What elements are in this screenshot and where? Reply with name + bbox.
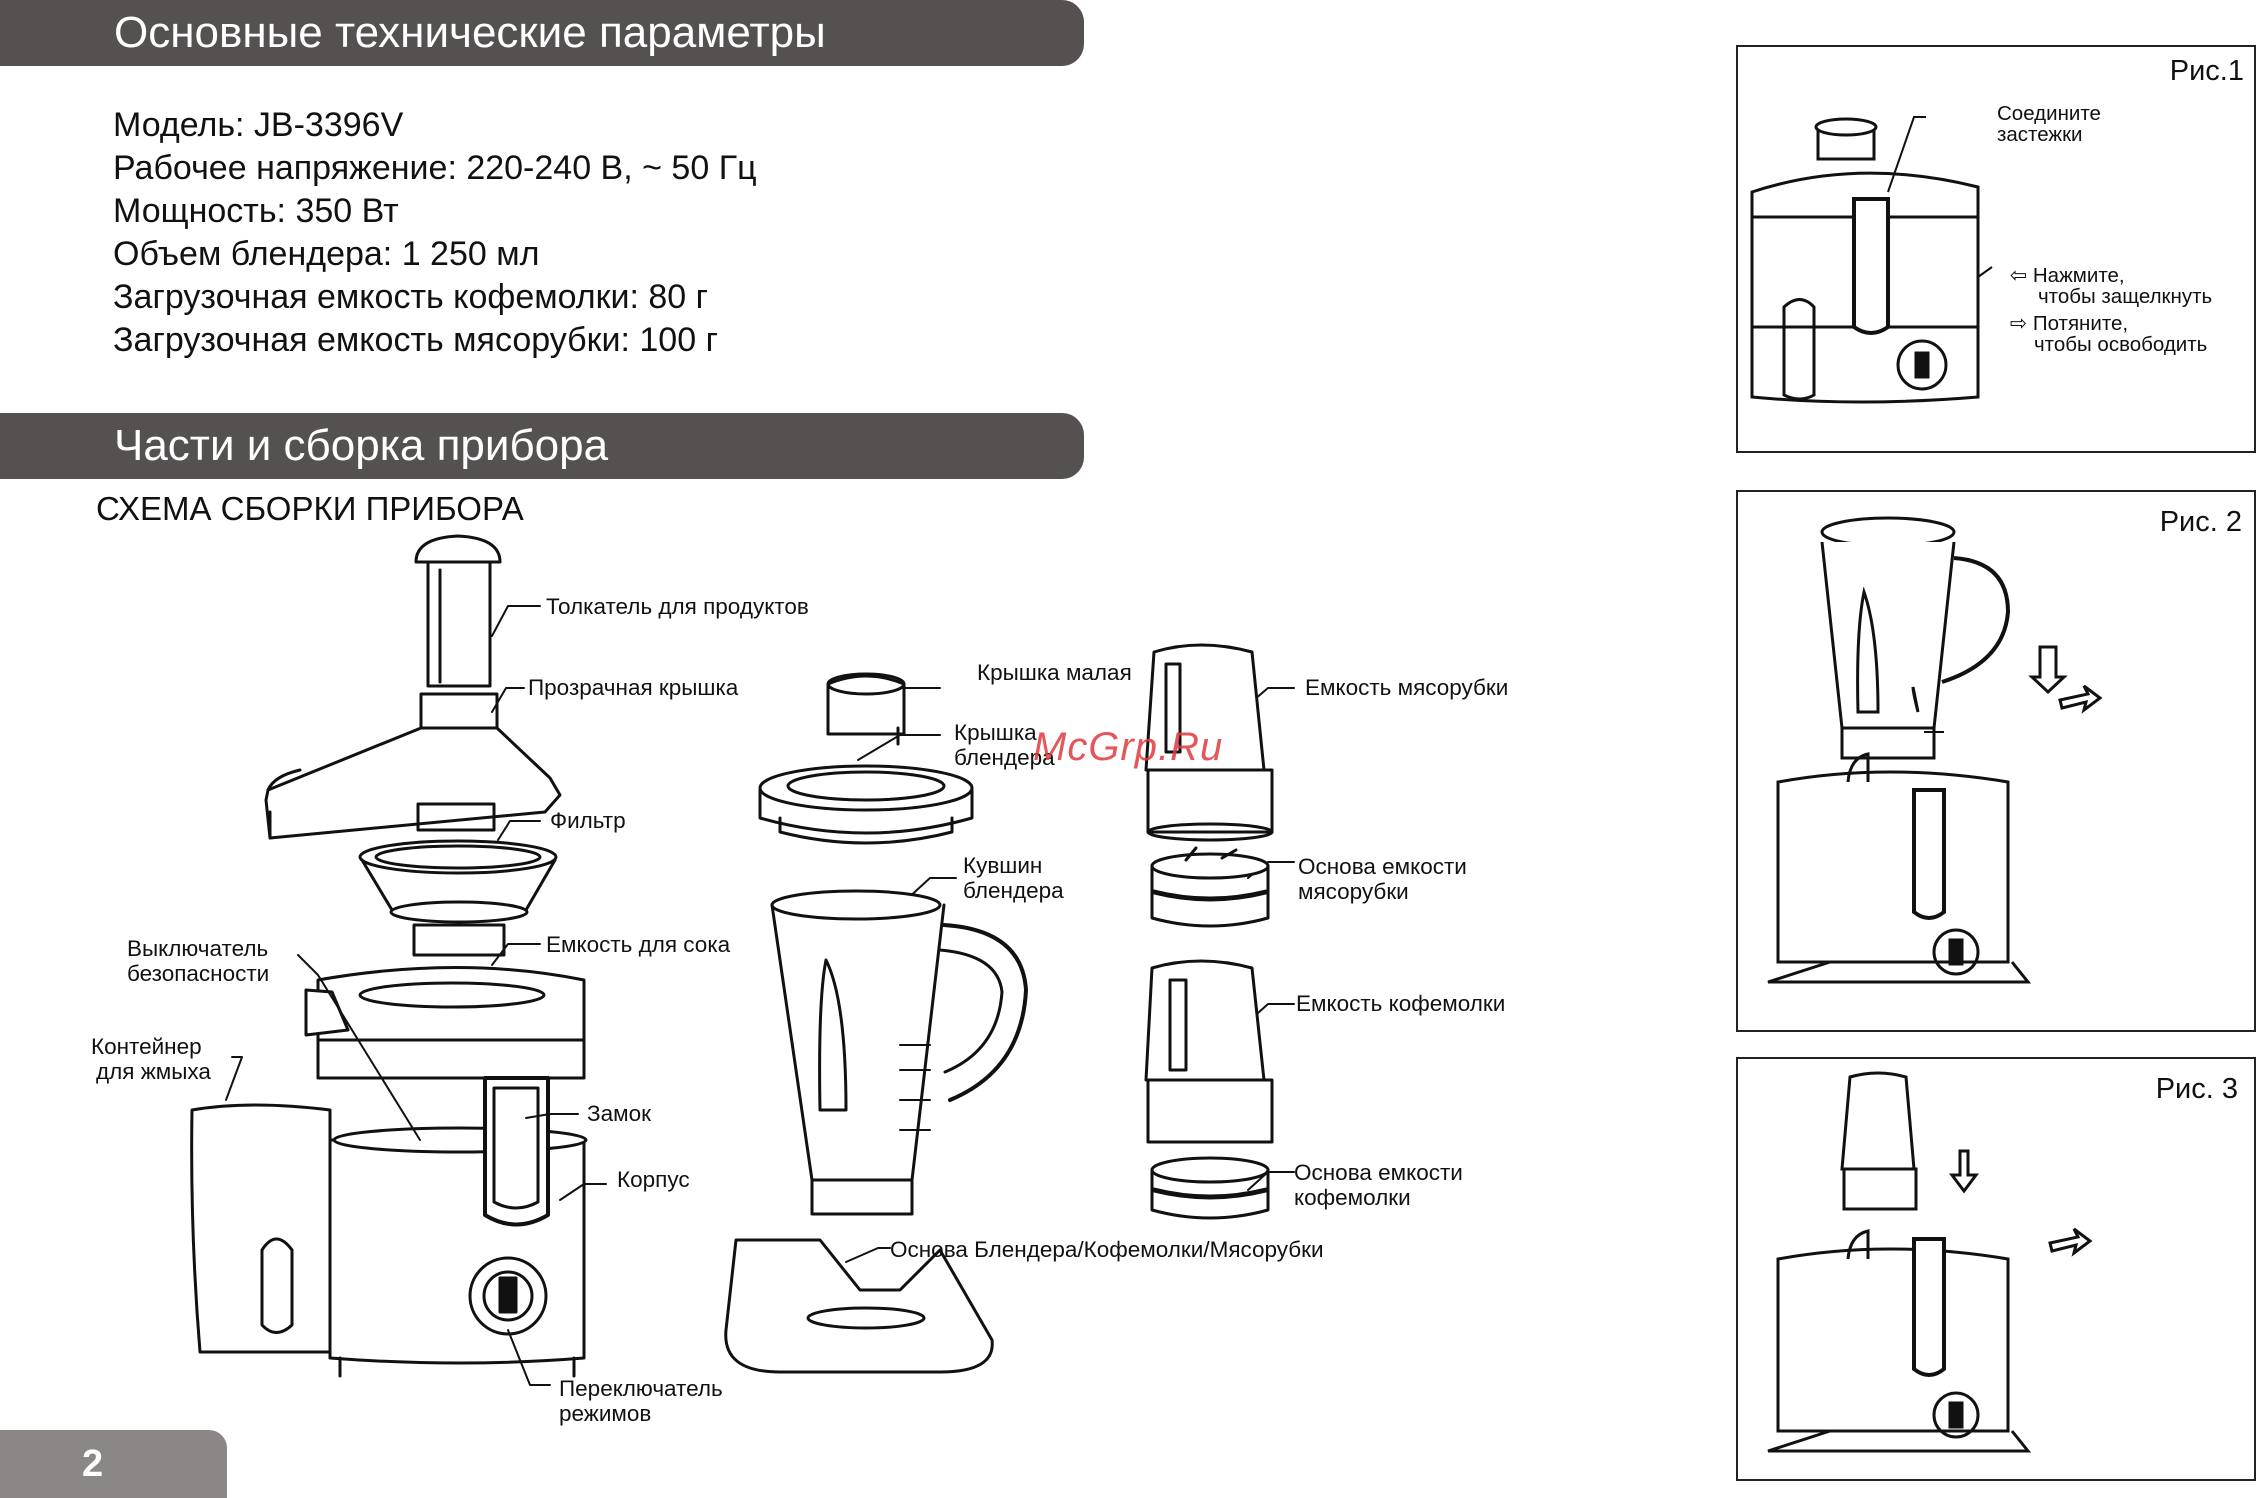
schema-title: СХЕМА СБОРКИ ПРИБОРА <box>96 490 524 527</box>
assembly-diagram <box>190 534 1295 1386</box>
juice-bowl-drawing <box>304 966 586 1080</box>
section-header-specs: Основные технические параметры <box>0 0 1084 66</box>
fig1-label-pull: ⇨ Потяните, чтобы освободить <box>2010 312 2208 356</box>
section-title: Основные технические параметры <box>114 8 826 57</box>
spec-line: Загрузочная емкость кофемолки: 80 г <box>113 278 709 316</box>
figure-3-drawing <box>1767 1071 2093 1453</box>
blender-lid-drawing <box>758 764 974 845</box>
spec-list: Модель: JB-3396V Рабочее напряжение: 220… <box>113 104 757 362</box>
label-lock: Замок <box>587 1101 651 1126</box>
small-lid-drawing <box>826 672 906 746</box>
grinder-base-drawing <box>1150 1156 1270 1220</box>
figure-title: Рис.1 <box>2169 55 2244 87</box>
figure-title: Рис. 3 <box>2155 1073 2238 1105</box>
arrow-right-icon: ⇨ <box>2010 312 2033 335</box>
pusher-drawing <box>414 534 502 688</box>
figure-1-drawing <box>1750 116 1993 404</box>
pulp-container-drawing <box>190 1103 332 1354</box>
clear-lid-drawing <box>264 692 562 840</box>
figure-title: Рис. 2 <box>2159 506 2242 538</box>
label-pusher: Толкатель для продуктов <box>546 594 809 619</box>
label-mincer-cup: Емкость мясорубки <box>1305 675 1509 700</box>
figure-1: Рис.1 Соедините застежки ⇦ Нажмите, чтоб… <box>1736 45 2256 453</box>
spec-line: Рабочее напряжение: 220-240 В, ~ 50 Гц <box>113 149 757 187</box>
label-base: Основа Блендера/Кофемолки/Мясорубки <box>890 1237 1324 1262</box>
arrow-left-icon: ⇦ <box>2010 264 2033 287</box>
mincer-cup-drawing <box>1144 643 1274 842</box>
label-blender-lid: Крышка блендера <box>954 720 1055 770</box>
figure-2: Рис. 2 <box>1736 490 2256 1032</box>
mincer-base-drawing <box>1150 846 1270 928</box>
label-clear-lid: Прозрачная крышка <box>528 675 739 700</box>
label-body: Корпус <box>617 1167 690 1192</box>
spec-line: Загрузочная емкость мясорубки: 100 г <box>113 321 718 359</box>
label-mode-switch: Переключатель режимов <box>559 1376 723 1426</box>
grinder-cup-drawing <box>1144 959 1274 1144</box>
body-drawing <box>328 1076 588 1378</box>
label-safety-switch: Выключатель безопасности <box>127 936 270 986</box>
figure-2-drawing <box>1767 516 2103 984</box>
fig1-label-connect: Соедините застежки <box>1997 102 2101 146</box>
watermark: McGrp.Ru <box>1033 725 1224 769</box>
section-header-parts: Части и сборка прибора <box>0 413 1084 479</box>
filter-drawing <box>358 839 558 957</box>
figure-3: Рис. 3 <box>1736 1057 2256 1481</box>
page-number: 2 <box>0 1430 227 1498</box>
spec-line: Мощность: 350 Вт <box>113 192 399 230</box>
label-mincer-base: Основа емкости мясорубки <box>1298 854 1467 904</box>
label-grinder-base: Основа емкости кофемолки <box>1294 1160 1463 1210</box>
section-title: Части и сборка прибора <box>114 421 609 470</box>
label-grinder-cup: Емкость кофемолки <box>1296 991 1506 1016</box>
spec-line: Объем блендера: 1 250 мл <box>113 235 540 273</box>
label-small-lid: Крышка малая <box>977 660 1132 685</box>
motor-base-drawing <box>724 1238 994 1374</box>
blender-jug-drawing <box>770 889 1028 1216</box>
spec-line: Модель: JB-3396V <box>113 106 404 144</box>
label-jug: Кувшин блендера <box>963 853 1064 903</box>
label-pulp-container: Контейнер для жмыха <box>91 1034 211 1084</box>
label-filter: Фильтр <box>550 808 626 833</box>
fig1-label-press: ⇦ Нажмите, чтобы защелкнуть <box>2010 264 2213 308</box>
label-juice-bowl: Емкость для сока <box>546 932 731 957</box>
